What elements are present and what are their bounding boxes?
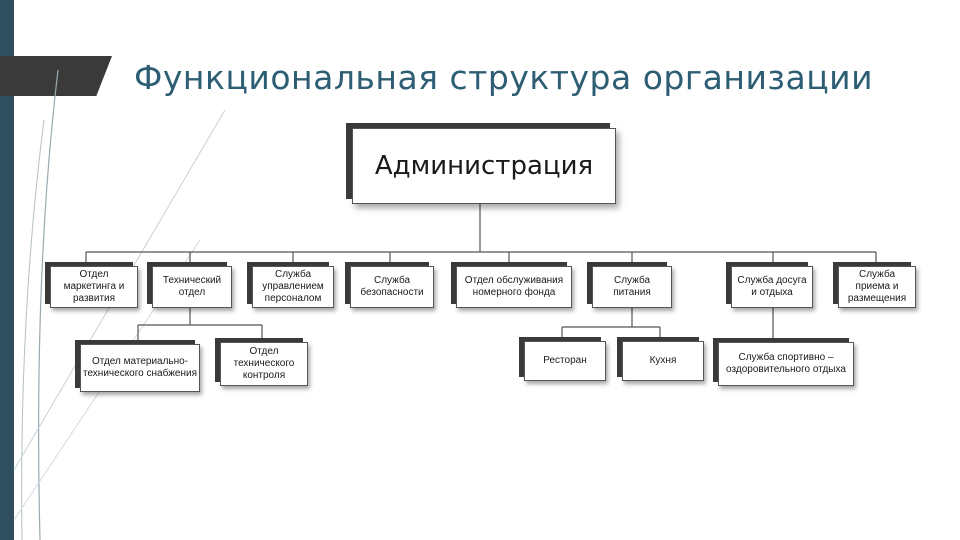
- node-label: Отдел материально-технического снабжения: [83, 356, 197, 379]
- node-leisure: Служба досуга и отдыха: [731, 266, 813, 308]
- slide-title: Функциональная структура организации: [134, 58, 874, 97]
- node-label: Служба спортивно – оздоровительного отды…: [726, 352, 846, 375]
- node-sport-recreation: Служба спортивно – оздоровительного отды…: [718, 342, 854, 386]
- node-label: Отдел обслуживания номерного фонда: [464, 275, 564, 298]
- node-label: Ресторан: [543, 355, 587, 366]
- node-room-service: Отдел обслуживания номерного фонда: [456, 266, 572, 308]
- node-label: Служба управлением персоналом: [262, 269, 324, 304]
- node-label: Администрация: [374, 151, 594, 181]
- node-label: Служба безопасности: [360, 275, 424, 298]
- node-label: Кухня: [649, 355, 677, 366]
- node-label: Технический отдел: [162, 275, 222, 298]
- node-label: Отдел технического контроля: [233, 346, 295, 381]
- root-node-administration: Администрация: [352, 128, 616, 204]
- node-label: Отдел маркетинга и развития: [63, 269, 125, 304]
- node-label: Служба приема и размещения: [847, 269, 907, 304]
- node-kitchen: Кухня: [622, 341, 704, 381]
- node-label: Служба досуга и отдыха: [737, 275, 807, 298]
- node-tech-control: Отдел технического контроля: [220, 342, 308, 386]
- node-technical: Технический отдел: [152, 266, 232, 308]
- node-catering: Служба питания: [592, 266, 672, 308]
- node-label: Служба питания: [613, 275, 651, 298]
- node-reception: Служба приема и размещения: [838, 266, 916, 308]
- node-marketing: Отдел маркетинга и развития: [50, 266, 138, 308]
- sidebar-accent-bar: [0, 0, 14, 540]
- node-hr: Служба управлением персоналом: [252, 266, 334, 308]
- node-supply: Отдел материально-технического снабжения: [80, 344, 200, 392]
- node-security: Служба безопасности: [350, 266, 434, 308]
- node-restaurant: Ресторан: [524, 341, 606, 381]
